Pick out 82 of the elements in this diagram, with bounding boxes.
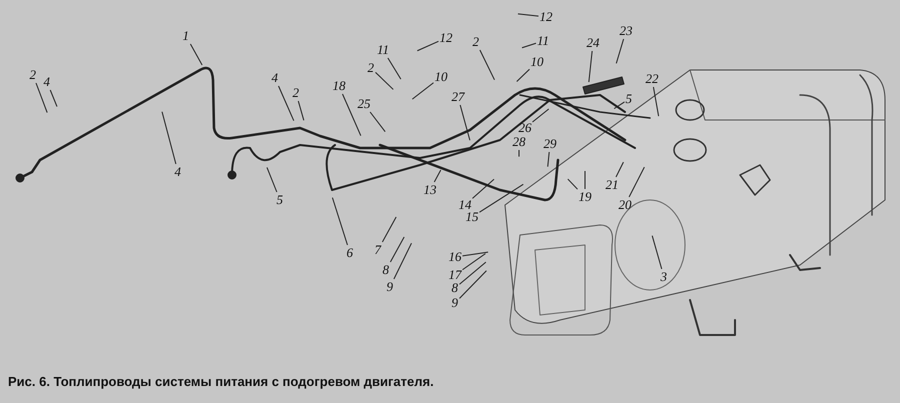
callout-number: 2 (368, 61, 374, 75)
leader-line (412, 82, 434, 100)
callout-number: 8 (382, 263, 389, 277)
callout-number: 21 (606, 178, 618, 192)
leader-line (50, 90, 58, 108)
leader-line (36, 82, 48, 114)
callout-number: 9 (452, 296, 458, 310)
leader-line (190, 44, 203, 66)
callout-number: 18 (332, 79, 346, 93)
leader-line (472, 178, 494, 199)
leader-line (614, 101, 625, 110)
callout-number: 4 (44, 75, 50, 89)
callout-number: 3 (660, 270, 667, 284)
callout-number: 7 (374, 243, 381, 257)
leader-line (278, 86, 294, 122)
callout-number: 12 (540, 10, 552, 24)
leader-line (459, 262, 486, 285)
callout-number: 19 (578, 190, 592, 204)
leader-line (652, 235, 662, 270)
callout-number: 12 (440, 31, 452, 45)
leader-line (460, 104, 470, 141)
callout-number: 17 (448, 268, 462, 282)
callout-number: 4 (174, 165, 181, 179)
callout-number: 4 (272, 71, 278, 85)
leader-line (616, 38, 624, 64)
callout-number: 20 (618, 198, 632, 212)
callout-number: 10 (530, 55, 544, 69)
callout-number: 9 (386, 280, 393, 294)
leader-line (516, 68, 530, 82)
leader-line (518, 150, 520, 158)
leader-line (370, 112, 386, 132)
callout-number: 29 (544, 137, 556, 151)
leader-line (462, 252, 489, 256)
leader-line (547, 152, 550, 168)
callout-number: 1 (182, 29, 189, 43)
callout-number: 23 (620, 24, 632, 38)
leader-line (522, 42, 536, 48)
figure-caption: Рис. 6. Топлипроводы системы питания с подогревом двигателя. (8, 374, 434, 389)
callout-number: 5 (626, 92, 632, 106)
callout-number: 10 (434, 70, 448, 84)
leader-line (434, 170, 442, 182)
leader-line (462, 253, 486, 270)
callout-number: 25 (358, 97, 370, 111)
callout-number: 26 (518, 121, 532, 135)
callout-number: 14 (458, 198, 472, 212)
callout-number: 15 (466, 210, 478, 224)
leader-line (382, 216, 397, 242)
callout-number: 6 (346, 246, 353, 260)
callout-number: 5 (276, 193, 283, 207)
leader-line (479, 50, 495, 80)
leader-line (390, 236, 405, 262)
leader-line (332, 197, 348, 246)
callout-number: 22 (646, 72, 658, 86)
callout-number: 2 (472, 35, 479, 49)
callout-number: 8 (452, 281, 458, 295)
leader-line (616, 162, 624, 178)
leader-line (532, 108, 550, 122)
callout-number: 11 (537, 34, 550, 48)
callout-number: 28 (512, 135, 526, 149)
callout-number: 2 (292, 86, 299, 100)
callout-number: 16 (448, 250, 462, 264)
leader-line (162, 111, 176, 164)
leader-line (375, 72, 394, 90)
leader-line (517, 13, 539, 17)
leader-line (342, 94, 362, 136)
callout-number: 27 (452, 90, 464, 104)
leader-line (459, 270, 487, 299)
leader-line (387, 58, 402, 80)
leader-line (628, 166, 645, 198)
callout-number: 13 (424, 183, 436, 197)
leader-line (298, 100, 304, 121)
leader-line (393, 242, 412, 280)
callout-number: 11 (377, 43, 390, 57)
leader-line (266, 166, 278, 192)
callout-number: 2 (30, 68, 36, 82)
leader-line (588, 50, 593, 83)
leader-line (584, 170, 586, 190)
leader-line (479, 184, 524, 213)
callout-number: 24 (586, 36, 600, 50)
leader-line (416, 40, 439, 52)
leader-line (652, 86, 660, 117)
leader-line (567, 178, 578, 190)
